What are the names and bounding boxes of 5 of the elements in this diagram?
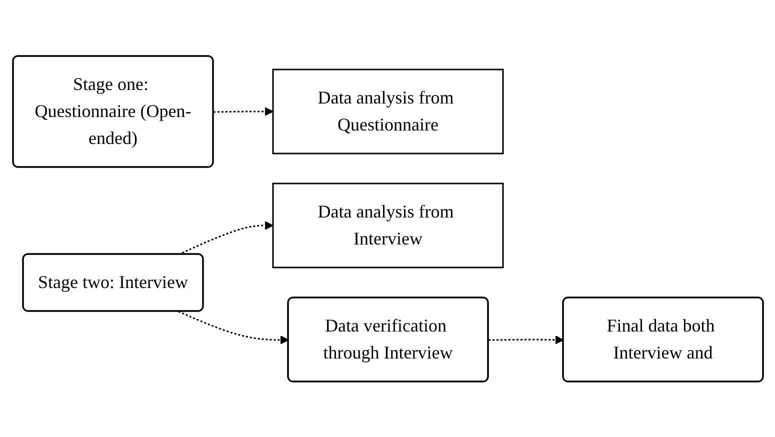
- arrow: [488, 335, 564, 344]
- node-box: Data analysis from Questionnaire: [272, 68, 504, 154]
- arrow: [212, 106, 273, 116]
- node-box: Data analysis from Interview: [272, 182, 504, 268]
- arrow: [178, 310, 288, 344]
